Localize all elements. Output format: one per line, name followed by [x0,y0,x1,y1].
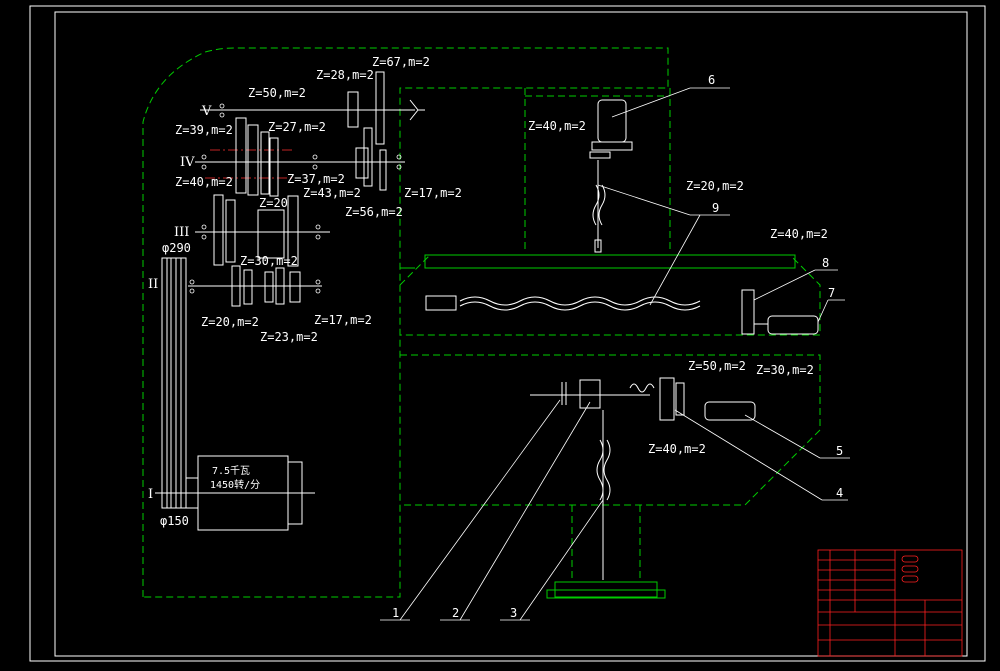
gear-label: Z=30,m=2 [756,363,814,377]
gear-label: Z=40,m=2 [175,175,233,189]
gear-label: Z=17,m=2 [404,186,462,200]
callout-1: 1 [392,606,399,620]
callout-4: 4 [836,486,843,500]
shaft-label-i: I [148,487,153,502]
gear-label: Z=40,m=2 [528,119,586,133]
motor-power: 7.5千瓦 [212,465,250,477]
inner-frame [54,11,968,657]
gear-label: Z=30,m=2 [240,254,298,268]
gear-label: Z=50,m=2 [688,359,746,373]
callout-2: 2 [452,606,459,620]
gear-label: Z=39,m=2 [175,123,233,137]
callout-8: 8 [822,256,829,270]
gear-label: Z=17,m=2 [314,313,372,327]
gear-label: Z=40,m=2 [648,442,706,456]
shaft-label-iii: III [174,225,189,240]
callout-7: 7 [828,286,835,300]
shaft-labels: V IV III II I [148,104,212,502]
machine-housing [142,47,821,598]
gear-label: Z=43,m=2 [303,186,361,200]
spindle-head [589,99,633,253]
gear-label: Z=40,m=2 [770,227,828,241]
gear-label: Z=56,m=2 [345,205,403,219]
motor-speed: 1450转/分 [210,478,260,491]
gear-label: Z=20 [259,196,288,210]
gear-label: Z=37,m=2 [287,172,345,186]
callout-9: 9 [712,201,719,215]
callout-6: 6 [708,73,715,87]
gear-label-layer: Z=67,m=2 Z=28,m=2 Z=50,m=2 Z=27,m=2 Z=39… [175,55,828,456]
gear-label: Z=27,m=2 [268,120,326,134]
gear-label: Z=20,m=2 [201,315,259,329]
outer-frame [29,5,986,662]
pulley-small-dim: φ150 [160,514,189,528]
electric-motor [185,455,303,531]
gear-label: Z=20,m=2 [686,179,744,193]
callout-5: 5 [836,444,843,458]
knee-mechanism [530,377,756,580]
gear-label: Z=50,m=2 [248,86,306,100]
center-lines [205,149,300,179]
gearbox [188,71,425,307]
gear-label: Z=23,m=2 [260,330,318,344]
pulley-large-dim: φ290 [162,241,191,255]
table-lead-screw [425,289,819,335]
title-block [817,549,963,657]
shaft-label-iv: IV [180,155,195,170]
shaft-label-v: V [201,104,212,119]
table-and-base-solid [400,254,796,599]
gear-label: Z=67,m=2 [372,55,430,69]
callout-numbers: 1 2 3 4 5 6 7 8 9 [392,73,843,620]
leader-lines [380,87,850,621]
callout-3: 3 [510,606,517,620]
belt-drive [155,257,315,509]
bearing-symbols [189,103,402,294]
shaft-label-ii: II [148,277,158,292]
gear-label: Z=28,m=2 [316,68,374,82]
